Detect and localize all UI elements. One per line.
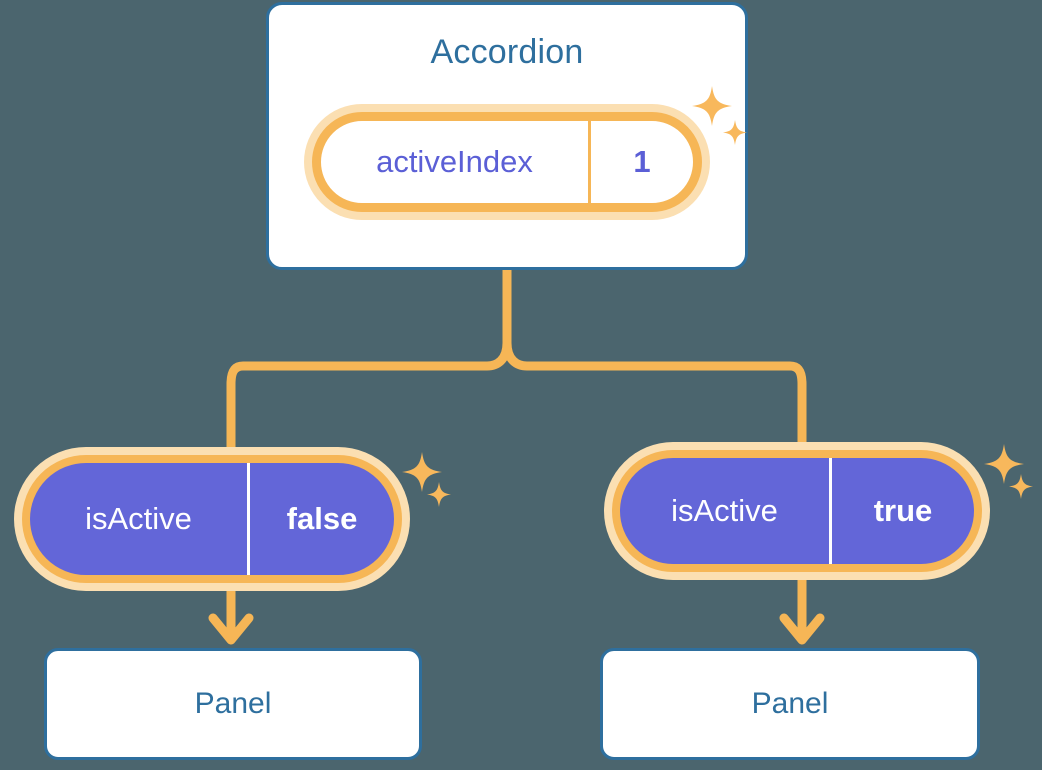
panel-node-right[interactable]: Panel: [600, 648, 980, 760]
isactive-true-badge[interactable]: isActive true: [612, 450, 982, 572]
sparkle-small-icon: [427, 482, 451, 507]
sparkle-cluster-left: [402, 452, 451, 507]
sparkle-icon: [402, 452, 442, 492]
isactive-true-key: isActive: [620, 458, 832, 564]
isactive-true-value: true: [873, 493, 933, 528]
sparkle-icon: [984, 444, 1024, 484]
arrow-head-left: [208, 613, 254, 645]
isactive-false-badge[interactable]: isActive false: [22, 455, 402, 583]
branch-right: [502, 338, 807, 455]
panel-node-left[interactable]: Panel: [44, 648, 422, 760]
activeindex-badge[interactable]: activeIndex 1: [312, 112, 702, 212]
isactive-false-key: isActive: [30, 463, 250, 575]
sparkle-cluster-right: [984, 444, 1033, 499]
branch-left: [226, 338, 512, 460]
activeindex-key: activeIndex: [321, 121, 591, 203]
sparkle-small-icon: [1009, 474, 1033, 499]
accordion-title: Accordion: [430, 33, 584, 71]
activeindex-value: 1: [633, 144, 651, 179]
panel-left-label: Panel: [194, 687, 272, 720]
isactive-false-value: false: [286, 501, 358, 536]
arrow-head-right: [779, 613, 825, 645]
panel-right-label: Panel: [751, 687, 829, 720]
